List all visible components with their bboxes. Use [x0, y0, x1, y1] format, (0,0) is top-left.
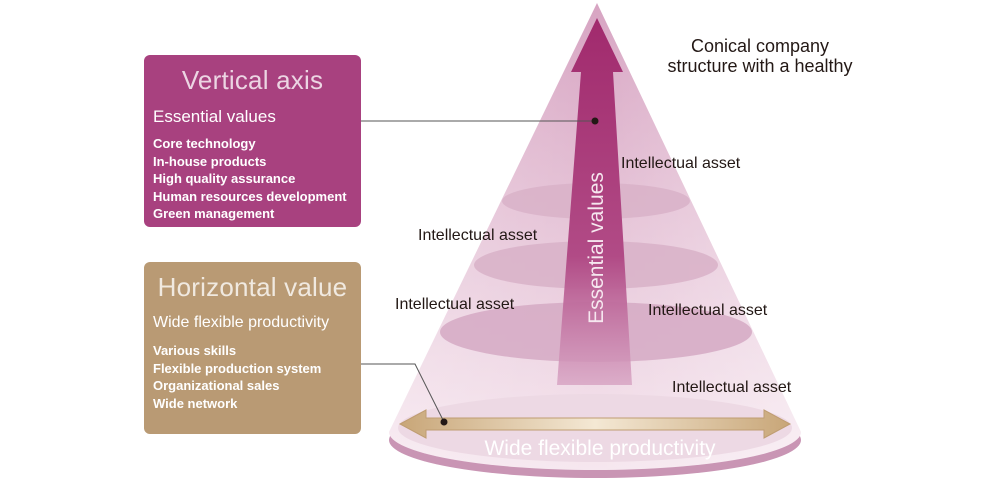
- list-item: Core technology: [153, 136, 256, 151]
- horizontal-arrow: [398, 409, 792, 439]
- list-item: High quality assurance: [153, 171, 296, 186]
- horizontal-value-subtitle: Wide flexible productivity: [153, 314, 330, 331]
- vertical-connector-dot: [591, 117, 599, 125]
- asset-label-lower-left: Intellectual asset: [395, 296, 515, 313]
- horizontal-value-title: Horizontal value: [157, 272, 348, 302]
- list-item: Green management: [153, 206, 275, 221]
- asset-label-lower-right: Intellectual asset: [648, 302, 768, 319]
- list-item: In-house products: [153, 153, 267, 169]
- vertical-axis-list: Core technology In-house products High q…: [153, 135, 347, 223]
- asset-label-mid-left: Intellectual asset: [418, 227, 538, 244]
- asset-label-top-right: Intellectual asset: [621, 155, 741, 172]
- vertical-axis-title: Vertical axis: [181, 65, 324, 95]
- horizontal-connector-line: [361, 363, 445, 423]
- list-item: Human resources development: [153, 188, 347, 204]
- vertical-arrow: [557, 18, 632, 385]
- horizontal-arrow-label: Wide flexible productivity: [484, 437, 716, 460]
- diagram-caption: Conical company structure with a healthy: [640, 36, 880, 76]
- horizontal-value-list: Various skills Flexible production syste…: [153, 342, 321, 412]
- list-item: Wide network: [153, 395, 238, 411]
- list-item: Flexible production system: [153, 360, 322, 376]
- vertical-arrow-label: Essential values: [585, 172, 608, 324]
- vertical-axis-subtitle: Essential values: [153, 107, 276, 126]
- horizontal-connector-dot: [440, 418, 448, 426]
- caption-line-2: structure with a healthy: [667, 56, 853, 76]
- asset-label-bottom-right: Intellectual asset: [672, 379, 792, 396]
- list-item: Various skills: [153, 343, 237, 358]
- vertical-axis-box: Vertical axis Essential values Core tech…: [144, 55, 361, 227]
- horizontal-value-box: Horizontal value Wide flexible productiv…: [144, 262, 361, 434]
- caption-line-1: Conical company: [690, 36, 830, 56]
- list-item: Organizational sales: [153, 378, 280, 393]
